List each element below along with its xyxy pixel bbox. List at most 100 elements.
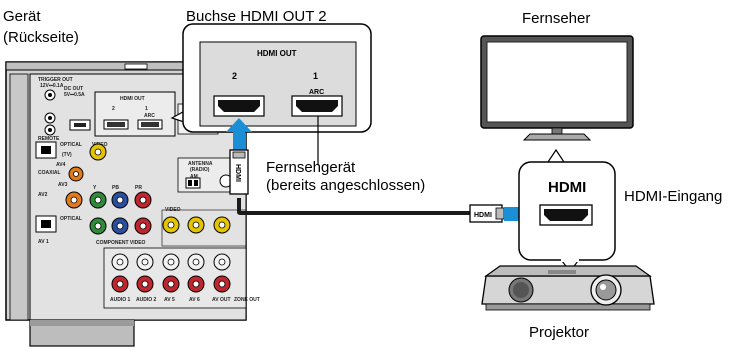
zoom-arc-label: ARC xyxy=(309,89,324,96)
cable-plug-receiver-tip xyxy=(232,151,246,159)
insert-arrow-up xyxy=(226,118,252,150)
display-callout-gap-bottom xyxy=(561,256,579,262)
jack-avout-l-core xyxy=(218,258,226,266)
am-terminal-pin-2 xyxy=(194,180,198,186)
trigger-label: TRIGGER OUT xyxy=(38,77,73,83)
trigger-jack-core xyxy=(48,93,52,97)
component-label: COMPONENT VIDEO xyxy=(96,240,146,246)
cable-plug-receiver-label: HDMI xyxy=(234,164,241,182)
audio2-label: AUDIO 2 xyxy=(136,297,157,303)
tv-label: Fernseher xyxy=(522,10,591,27)
receiver-arc-label: ARC xyxy=(144,113,155,119)
hdmi-out-zoom-callout: HDMI OUT 2 1 ARC xyxy=(170,23,372,165)
jack-av6-r-core xyxy=(192,280,200,288)
optical2-label: OPTICAL xyxy=(60,216,82,222)
remote-jack-in-core xyxy=(48,116,52,120)
audio1-label: AUDIO 1 xyxy=(110,297,131,303)
cable-plug-display-label: HDMI xyxy=(474,212,492,219)
av6-label: AV 6 xyxy=(189,297,200,303)
tv-device xyxy=(480,35,634,141)
cable-wire xyxy=(237,198,470,215)
zoom-port1-label: 1 xyxy=(313,71,318,81)
optical-port-av4-inner xyxy=(41,146,51,154)
zoom-port2-label: 2 xyxy=(232,71,237,81)
coaxial-label: COAXIAL xyxy=(38,170,61,176)
jack-av5-video-core xyxy=(167,221,175,229)
pr-label: PR xyxy=(135,185,142,191)
zoom-hdmi-out-title: HDMI OUT xyxy=(257,49,297,58)
tv-device-label: Fernsehgerät xyxy=(266,159,356,176)
jack-audio1-l-core xyxy=(116,258,124,266)
jack-av2-pb-core xyxy=(116,196,124,204)
av5-label: AV 5 xyxy=(164,297,175,303)
jack-av2-pr-core xyxy=(139,196,147,204)
jack-av6-video-core xyxy=(192,221,200,229)
projector-body xyxy=(481,275,655,305)
receiver-hdmi-out-label: HDMI OUT xyxy=(120,96,145,102)
zone-label: ZONE OUT xyxy=(234,297,260,303)
projector-lens-inner xyxy=(595,279,617,301)
tv-label-small: (TV) xyxy=(62,152,72,158)
jack-av5-r-core xyxy=(167,280,175,288)
projector-device xyxy=(481,265,655,311)
device-back-label: (Rückseite) xyxy=(3,29,79,46)
jack-av4-coaxial-core xyxy=(73,171,79,177)
jack-avout-video-core xyxy=(218,221,226,229)
zoom-hdmi-port-2-socket xyxy=(218,100,260,112)
tv-screen xyxy=(486,41,628,123)
jack-audio2-l-core xyxy=(141,258,149,266)
projector-base xyxy=(485,303,651,311)
projector-control-strip xyxy=(548,270,576,274)
radio-label: (RADIO) xyxy=(190,167,210,173)
avout-label: AV OUT xyxy=(212,297,231,303)
zoom-hdmi-port-1-socket xyxy=(296,100,338,112)
jack-av1-y-core xyxy=(94,222,102,230)
jack-av2-y-core xyxy=(94,196,102,204)
projector-lens-glint xyxy=(600,284,606,290)
receiver-port2-label: 2 xyxy=(112,106,115,112)
jack-av4-video-core xyxy=(94,148,102,156)
projector-label: Projektor xyxy=(529,324,590,341)
dc-out-spec-label: 5V⎓0.5A xyxy=(64,92,85,98)
optical-label: OPTICAL xyxy=(60,142,82,148)
receiver-port1-label: 1 xyxy=(145,106,148,112)
remote-label: REMOTE xyxy=(38,136,60,142)
antenna-label: ANTENNA xyxy=(188,161,213,167)
remote-jack-out-core xyxy=(48,128,52,132)
display-callout-gap-top xyxy=(545,164,567,168)
projector-vent-inner xyxy=(513,282,529,298)
dc-out-port-inner xyxy=(74,123,86,127)
jack-av1-pb-core xyxy=(116,222,124,230)
av3-label: AV3 xyxy=(58,182,68,188)
display-hdmi-callout: HDMI xyxy=(518,148,616,274)
dc-out-label: DC OUT xyxy=(64,86,83,92)
hdmi-input-label: HDMI-Eingang xyxy=(624,188,723,205)
jack-av5-l-core xyxy=(167,258,175,266)
tv-neck xyxy=(551,127,563,135)
cable-plug-display-tip xyxy=(495,207,505,220)
jack-av1-pr-core xyxy=(139,222,147,230)
am-terminal-pin-1 xyxy=(188,180,192,186)
av2-label: AV2 xyxy=(38,192,48,198)
video-block xyxy=(161,209,247,247)
av4-label: AV4 xyxy=(56,162,66,168)
trigger-spec-label: 12V⎓0.1A xyxy=(40,83,64,89)
tv-stand xyxy=(522,133,592,141)
am-label: AM xyxy=(190,174,198,180)
jack-av2-coaxial-core xyxy=(70,196,78,204)
socket-title-label: Buchse HDMI OUT 2 xyxy=(186,8,327,25)
av1-label: AV 1 xyxy=(38,239,49,245)
jack-av6-l-core xyxy=(192,258,200,266)
jack-avout-r-core xyxy=(218,280,226,288)
device-label: Gerät xyxy=(3,8,41,25)
display-hdmi-label: HDMI xyxy=(548,179,586,196)
receiver-hdmi-port-2-inner xyxy=(107,122,125,127)
display-hdmi-port-socket xyxy=(544,209,588,221)
already-connected-label: (bereits angeschlossen) xyxy=(266,177,426,194)
receiver-hdmi-port-1-inner xyxy=(141,122,159,127)
jack-audio2-r-core xyxy=(141,280,149,288)
pb-label: PB xyxy=(112,185,119,191)
cable-plug-receiver xyxy=(229,149,249,195)
